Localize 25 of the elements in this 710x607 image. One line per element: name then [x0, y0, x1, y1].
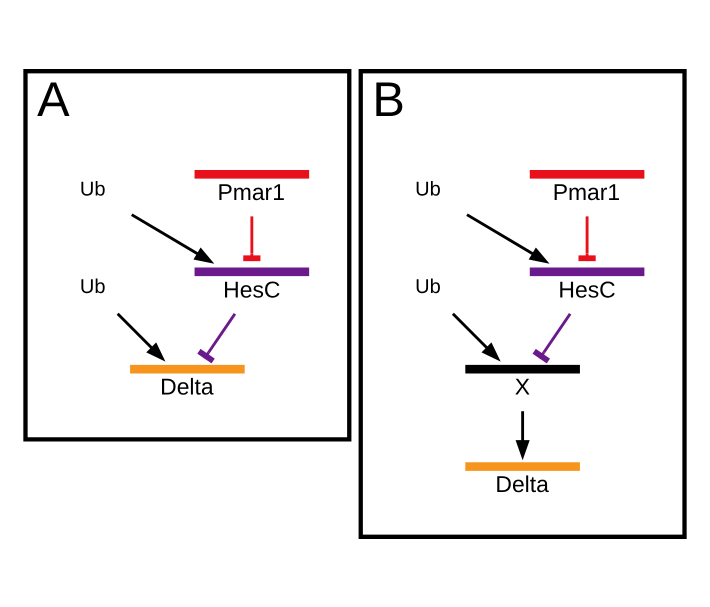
node-label: HesC: [558, 276, 616, 302]
node-text: Ub: [415, 275, 441, 298]
arrow: [452, 312, 501, 362]
arrow: [131, 212, 214, 264]
node-box: [465, 462, 580, 470]
arrow: [466, 212, 550, 264]
node-text: Ub: [80, 178, 106, 200]
node-box: [194, 170, 310, 178]
node-text: Ub: [415, 178, 441, 200]
node-text: Ub: [80, 275, 106, 298]
node-label: X: [514, 373, 530, 400]
node-label: Delta: [160, 373, 214, 400]
node-box: [194, 266, 310, 276]
arrow: [516, 410, 530, 460]
connector: [197, 312, 236, 363]
arrow: [116, 312, 166, 362]
node-label: Pmar1: [552, 178, 620, 204]
node-box: [465, 364, 580, 373]
node-label: HesC: [223, 276, 280, 302]
node-box: [530, 170, 644, 178]
connector: [532, 312, 572, 363]
node-label: Delta: [495, 470, 549, 497]
node-box: [130, 364, 245, 373]
node-box: [530, 266, 644, 276]
node-label: Pmar1: [217, 178, 285, 204]
